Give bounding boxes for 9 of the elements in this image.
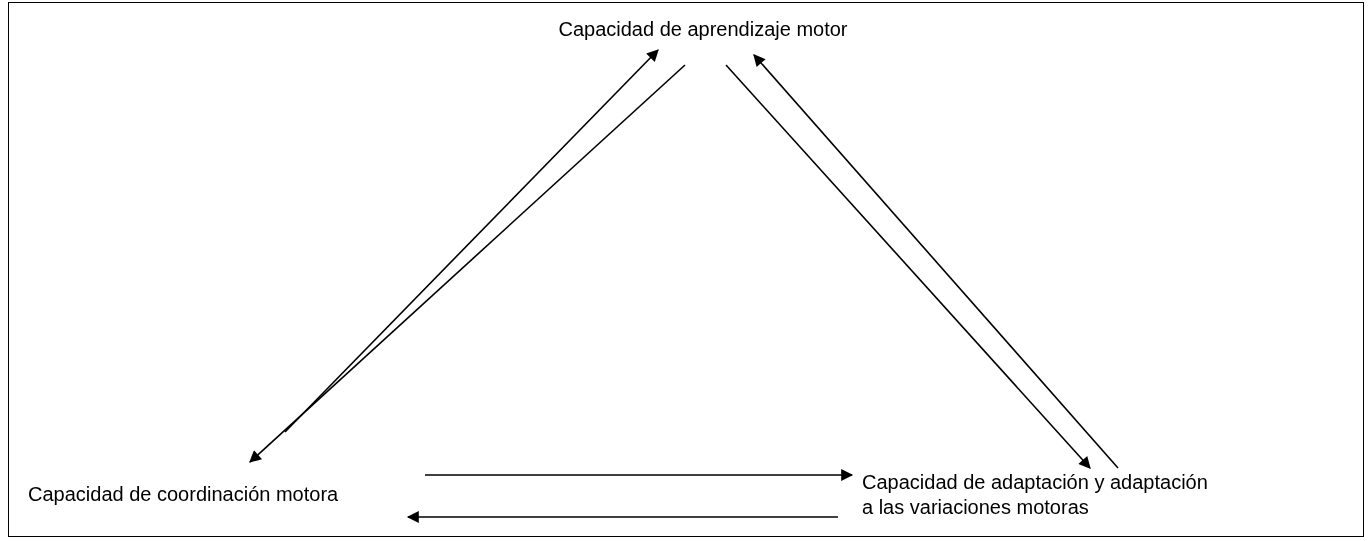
- arrow: [249, 64, 686, 463]
- node-label: Capacidad de adaptación y adaptación a las variaciones motoras: [862, 470, 1209, 520]
- arrow: [424, 469, 854, 481]
- arrow: [406, 511, 839, 523]
- arrow: [753, 54, 1119, 469]
- arrow: [284, 49, 659, 433]
- arrow: [725, 64, 1091, 469]
- node-label: Capacidad de coordinación motora: [28, 482, 340, 507]
- node-label: Capacidad de aprendizaje motor: [557, 16, 849, 42]
